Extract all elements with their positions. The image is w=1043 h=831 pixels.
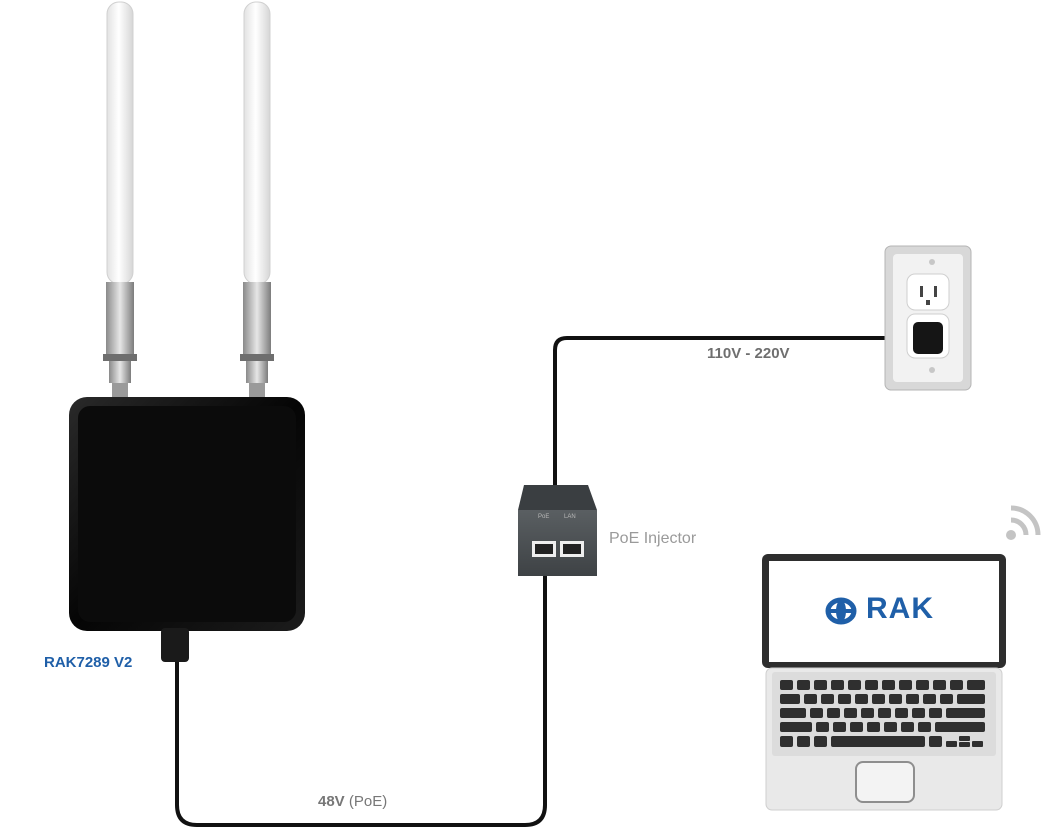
injector-port-poe-label: PoE xyxy=(538,514,550,520)
laptop-icon xyxy=(762,554,1006,811)
gateway-label: RAK7289 V2 xyxy=(44,654,133,671)
power-voltage-label: 110V - 220V xyxy=(707,345,790,362)
cable-gateway-to-injector xyxy=(175,560,547,827)
antenna-icon xyxy=(240,1,274,397)
poe-voltage-label: 48V (PoE) xyxy=(318,793,387,810)
poe-voltage-note: (PoE) xyxy=(344,793,388,810)
laptop-screen-logo: RAK xyxy=(866,592,934,625)
wall-outlet-icon xyxy=(884,245,972,391)
antenna-icon xyxy=(103,1,137,397)
wifi-icon xyxy=(1006,505,1041,540)
rak-logo-icon xyxy=(825,597,857,625)
cable-injector-to-outlet xyxy=(553,336,925,485)
injector-port-lan-label: LAN xyxy=(564,514,576,520)
poe-injector-label: PoE Injector xyxy=(609,530,697,547)
poe-voltage-value: 48V xyxy=(318,793,345,810)
poe-injector-icon xyxy=(518,485,597,576)
gateway-device xyxy=(69,397,305,662)
